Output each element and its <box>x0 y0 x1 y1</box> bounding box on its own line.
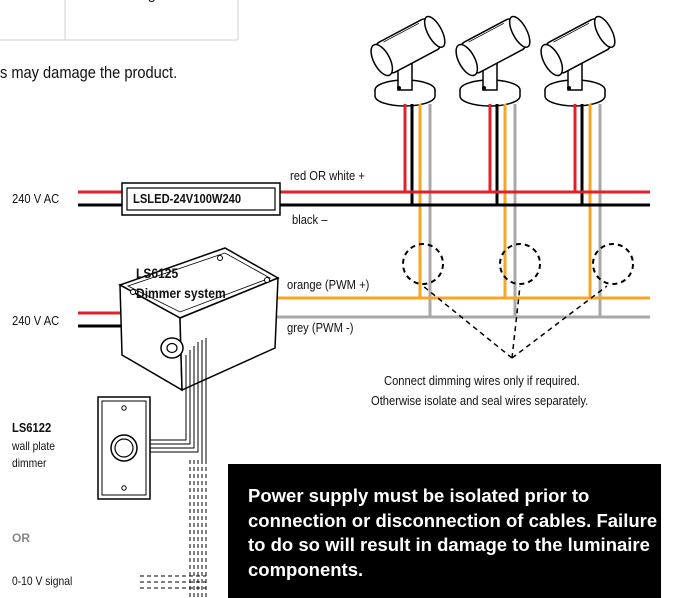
dim-bus <box>268 296 650 319</box>
wallplate-line-1: wall plate <box>12 439 56 453</box>
dimmer-name-label: Dimmer system <box>136 285 226 301</box>
spotlight-icon <box>455 15 531 107</box>
wire-label-black: black – <box>292 212 328 227</box>
dimmer-model-label: LS6125 <box>136 265 179 281</box>
caution-text: s may damage the product. <box>0 63 178 82</box>
spotlight-icon <box>370 15 446 107</box>
note-line-1: Connect dimming wires only if required. <box>384 373 580 388</box>
dashed-circle-icon <box>402 243 634 285</box>
luminaire-drops <box>403 104 602 317</box>
wire-label-orange: orange (PWM +) <box>287 277 370 292</box>
wire-label-grey: grey (PWM -) <box>287 320 354 335</box>
warning-text: Power supply must be isolated prior to c… <box>248 485 658 580</box>
driver-model-label: LSLED-24V100W240 <box>133 191 242 206</box>
wallplate-model-label: LS6122 <box>12 420 52 435</box>
warning-box: Power supply must be isolated prior to c… <box>228 464 661 598</box>
ac-label-dimmer: 240 V AC <box>12 313 60 328</box>
wall-plate-dimmer-icon <box>97 396 151 500</box>
mains-input-dimmer <box>78 311 122 328</box>
wire-label-red: red OR white + <box>290 168 365 183</box>
output-bus <box>280 190 650 207</box>
driver-box <box>121 182 281 216</box>
control-cable <box>150 338 207 460</box>
table-digit: 3 <box>148 0 155 5</box>
note-line-2: Otherwise isolate and seal wires separat… <box>371 393 589 408</box>
dimmer-box-icon <box>118 247 280 392</box>
pointer-lines <box>422 285 608 359</box>
ac-label-driver: 240 V AC <box>12 191 60 206</box>
table-fragment <box>0 0 239 41</box>
control-cable-dashed <box>140 460 207 598</box>
or-label: OR <box>12 531 30 545</box>
signal-label: 0-10 V signal <box>12 574 73 588</box>
spotlight-icon <box>540 15 616 107</box>
wallplate-line-2: dimmer <box>12 456 47 470</box>
mains-input-driver <box>78 190 122 207</box>
